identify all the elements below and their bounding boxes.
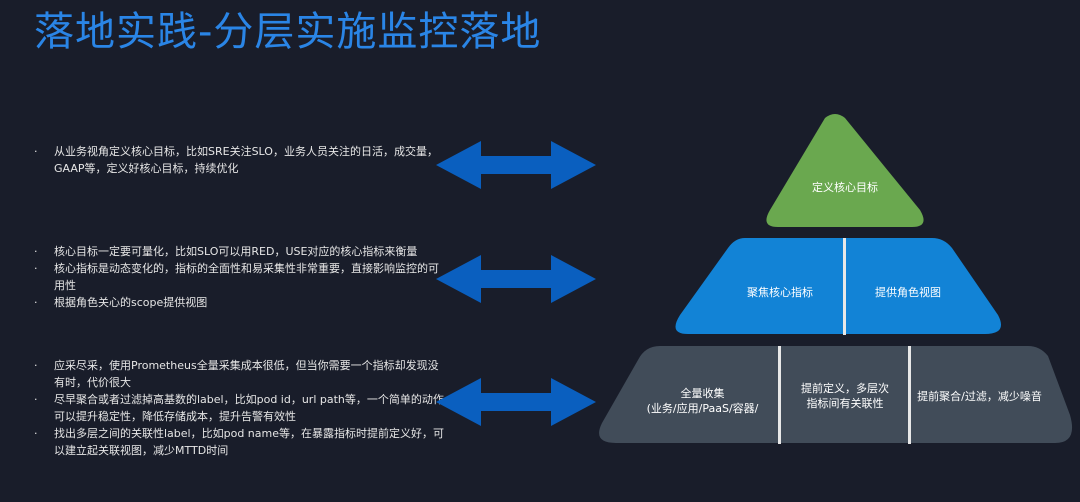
bullet-text: 尽早聚合或者过滤掉高基数的label，比如pod id，url path等，一个… bbox=[54, 393, 444, 423]
pyramid-bottom-label-left: 全量收集 (业务/应用/PaaS/容器/ bbox=[646, 387, 759, 415]
bullet-item: · 核心指标是动态变化的，指标的全面性和易采集性非常重要，直接影响监控的可用性 bbox=[34, 260, 444, 294]
bullet-group-collection: · 应采尽采，使用Prometheus全量采集成本很低，但当你需要一个指标却发现没… bbox=[34, 357, 444, 459]
bullet-item: · 应采尽采，使用Prometheus全量采集成本很低，但当你需要一个指标却发现没… bbox=[34, 357, 444, 391]
bullet-item: · 核心目标一定要可量化，比如SLO可以用RED，USE对应的核心指标来衡量 bbox=[34, 243, 444, 260]
bullet-item: · 找出多层之间的关联性label，比如pod name等，在暴露指标时提前定义好… bbox=[34, 425, 444, 459]
bullet-item: · 从业务视角定义核心目标，比如SRE关注SLO，业务人员关注的日活，成交量，GA… bbox=[34, 143, 444, 177]
pyramid-middle-label-left: 聚焦核心指标 bbox=[747, 286, 813, 299]
bullet-text: 从业务视角定义核心目标，比如SRE关注SLO，业务人员关注的日活，成交量，GAA… bbox=[54, 145, 438, 175]
pyramid-middle-divider bbox=[843, 238, 846, 335]
bullet-item: · 根据角色关心的scope提供视图 bbox=[34, 294, 444, 311]
bullet-group-goals: · 从业务视角定义核心目标，比如SRE关注SLO，业务人员关注的日活，成交量，GA… bbox=[34, 143, 444, 177]
bullet-dot: · bbox=[34, 427, 38, 440]
double-headed-arrow-icon bbox=[436, 378, 596, 426]
bullet-text: 应采尽采，使用Prometheus全量采集成本很低，但当你需要一个指标却发现没有… bbox=[54, 359, 439, 389]
pyramid-bottom-label-right: 提前聚合/过滤，减少噪音 bbox=[917, 390, 1042, 403]
bullet-dot: · bbox=[34, 245, 38, 258]
bullet-dot: · bbox=[34, 296, 38, 309]
bullet-dot: · bbox=[34, 262, 38, 275]
pyramid-top-label: 定义核心目标 bbox=[812, 181, 878, 194]
bullet-text: 根据角色关心的scope提供视图 bbox=[54, 296, 208, 309]
bullet-text: 核心指标是动态变化的，指标的全面性和易采集性非常重要，直接影响监控的可用性 bbox=[54, 262, 439, 292]
pyramid-bottom-divider bbox=[778, 346, 781, 444]
page-title: 落地实践-分层实施监控落地 bbox=[34, 9, 542, 55]
bullet-dot: · bbox=[34, 145, 38, 158]
double-headed-arrow-icon bbox=[436, 255, 596, 303]
pyramid-bottom-label-middle: 提前定义，多层次 指标间有关联性 bbox=[801, 382, 889, 410]
bullet-text: 核心目标一定要可量化，比如SLO可以用RED，USE对应的核心指标来衡量 bbox=[54, 245, 418, 258]
bullet-group-metrics: · 核心目标一定要可量化，比如SLO可以用RED，USE对应的核心指标来衡量 · 核… bbox=[34, 243, 444, 311]
double-headed-arrow-icon bbox=[436, 141, 596, 189]
bullet-text: 找出多层之间的关联性label，比如pod name等，在暴露指标时提前定义好，… bbox=[54, 427, 444, 457]
pyramid-bottom-tier bbox=[599, 346, 1073, 443]
bullet-dot: · bbox=[34, 359, 38, 372]
pyramid-middle-label-right: 提供角色视图 bbox=[875, 286, 941, 299]
pyramid-top-tier bbox=[766, 114, 924, 227]
bullet-item: · 尽早聚合或者过滤掉高基数的label，比如pod id，url path等，一… bbox=[34, 391, 444, 425]
pyramid-middle-tier bbox=[675, 238, 1002, 334]
pyramid-bottom-divider bbox=[908, 346, 911, 444]
bullet-dot: · bbox=[34, 393, 38, 406]
